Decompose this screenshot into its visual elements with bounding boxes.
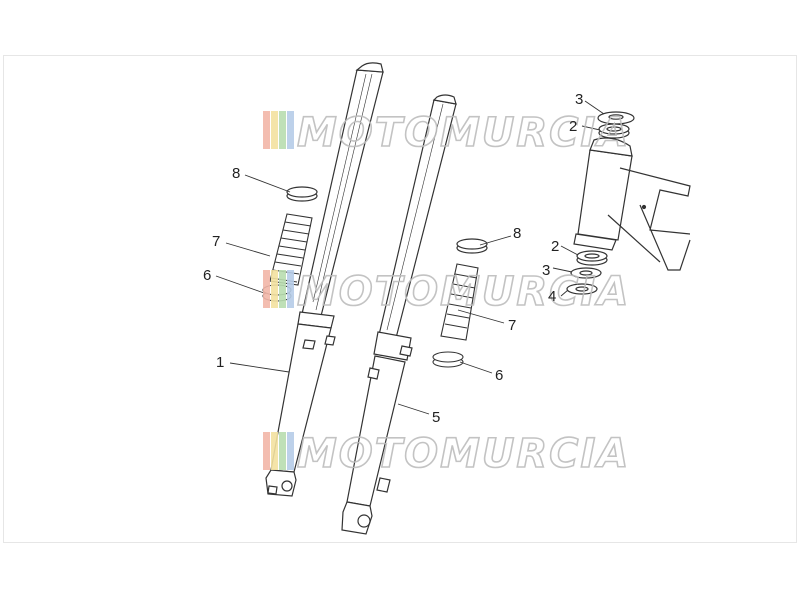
callout-2-bottom: 2: [551, 238, 559, 255]
callout-6-left: 6: [203, 267, 211, 284]
callout-3-bottom: 3: [542, 262, 550, 279]
bottom-bearing-2: [576, 250, 608, 266]
callout-3-top: 3: [575, 91, 583, 108]
leader-lines: [215, 100, 605, 415]
callout-5: 5: [432, 409, 440, 426]
right-dust-boot-7: [440, 263, 479, 341]
callout-8-left: 8: [232, 165, 240, 182]
callout-4: 4: [548, 288, 556, 305]
watermark-text: MOTOMURCIA: [297, 431, 630, 477]
diagram-frame: [3, 55, 797, 543]
right-ring-8: [456, 238, 488, 254]
callout-7-left: 7: [212, 233, 220, 250]
callout-6-right: 6: [495, 367, 503, 384]
right-fork-leg: [341, 94, 457, 535]
watermark-text: MOTOMURCIA: [297, 110, 630, 156]
watermark-top: MOTOMURCIA: [263, 109, 630, 157]
dust-seal-4: [566, 283, 598, 295]
watermark-text: MOTOMURCIA: [297, 269, 630, 315]
top-bearing-2: [598, 123, 630, 139]
bottom-bearing-race-3: [570, 267, 602, 279]
left-ring-8: [286, 186, 318, 202]
callout-8-right: 8: [513, 225, 521, 242]
top-bearing-race-3: [597, 111, 635, 125]
watermark-bottom: MOTOMURCIA: [263, 430, 630, 478]
watermark-middle: MOTOMURCIA: [263, 268, 630, 316]
left-dust-boot-7: [269, 213, 313, 286]
callout-2-top: 2: [569, 118, 577, 135]
callout-1: 1: [216, 354, 224, 371]
steering-head-tube: [573, 137, 691, 271]
callout-7-right: 7: [508, 317, 516, 334]
right-seal-6: [432, 351, 464, 368]
